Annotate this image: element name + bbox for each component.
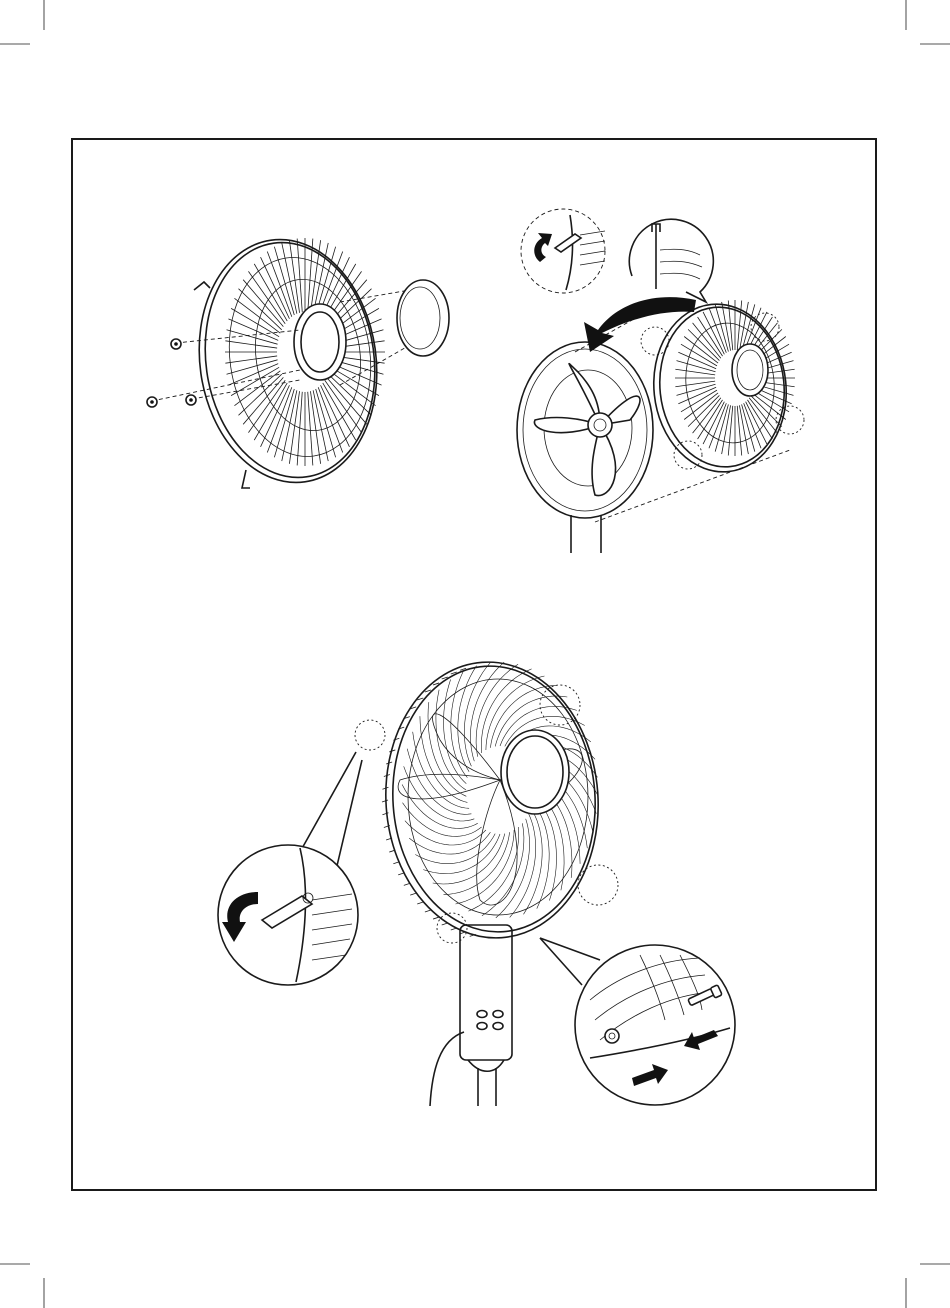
clip-detail-zoom <box>521 209 605 293</box>
screw-icon <box>186 395 196 405</box>
screw-detail-zoom <box>575 945 735 1105</box>
screw-icon <box>147 397 157 407</box>
hook-icon <box>652 224 660 289</box>
hook-detail-zoom <box>629 219 713 302</box>
curved-arrow-icon <box>534 233 552 262</box>
step-1-rear-grille <box>152 228 410 494</box>
clip-detail-zoom <box>218 845 358 985</box>
step-2-assembly <box>517 297 804 553</box>
screw-icon <box>171 339 181 349</box>
curved-arrow-icon <box>584 297 696 352</box>
center-cover-plate <box>397 280 449 356</box>
fan-blades <box>534 364 640 496</box>
